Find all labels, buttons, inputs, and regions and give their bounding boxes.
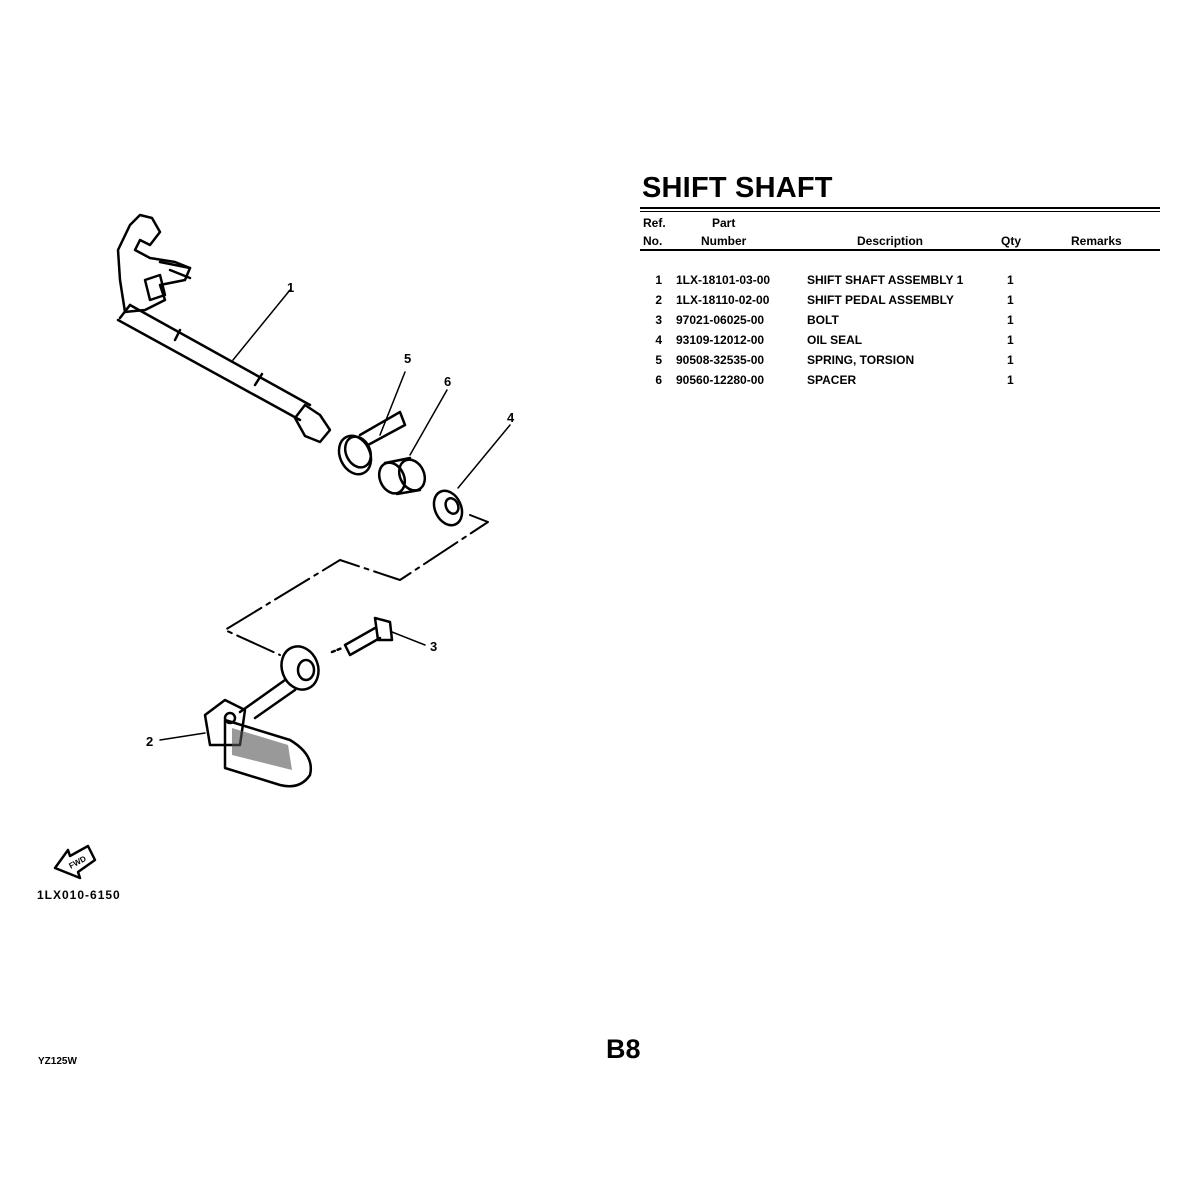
callout-4: 4 [507,410,515,425]
callout-2: 2 [146,734,153,749]
ref-number: 5 [655,353,662,367]
quantity: 1 [1007,353,1014,367]
part-number: 1LX-18110-02-00 [676,293,770,307]
part-number: 97021-06025-00 [676,313,765,327]
bolt-part [343,616,394,657]
description: SHIFT SHAFT ASSEMBLY 1 [807,273,964,287]
table-row: 5 90508-32535-00 SPRING, TORSION 1 [640,353,1160,373]
ref-number: 2 [655,293,662,307]
ref-number: 6 [655,373,662,387]
callout-5: 5 [404,351,411,366]
table-row: 6 90560-12280-00 SPACER 1 [640,373,1160,393]
title-rule-top [640,207,1160,209]
spacer-part [377,456,427,496]
callout-3: 3 [430,639,437,654]
part-number: 90508-32535-00 [676,353,765,367]
torsion-spring-part [337,410,407,476]
part-number: 1LX-18101-03-00 [676,273,771,287]
fwd-arrow-icon [53,844,97,880]
description: BOLT [807,313,839,327]
description: SPACER [807,373,857,387]
drawing-code: 1LX010-6150 [37,888,121,902]
quantity: 1 [1007,273,1014,287]
ref-number: 1 [655,273,662,287]
shift-shaft-part [116,213,332,444]
model-code: YZ125W [38,1056,77,1067]
header-ref-line1: Ref. [643,216,666,230]
page-title: SHIFT SHAFT [642,172,833,204]
title-rule-bottom [640,211,1160,212]
header-remarks: Remarks [1071,234,1122,248]
pedal-knurl [232,728,292,770]
ref-number: 4 [655,333,662,347]
page-number: B8 [606,1034,641,1064]
exploded-parts-diagram: 1 2 3 4 5 6 FWD [53,213,515,880]
description: SHIFT PEDAL ASSEMBLY [807,293,954,307]
header-part-line1: Part [712,216,736,230]
table-row: 3 97021-06025-00 BOLT 1 [640,313,1160,333]
callout-6: 6 [444,374,451,389]
oil-seal-part [432,489,464,527]
header-qty: Qty [1001,234,1022,248]
table-row: 4 93109-12012-00 OIL SEAL 1 [640,333,1160,353]
callout-1: 1 [287,280,294,295]
description: SPRING, TORSION [807,353,915,367]
quantity: 1 [1007,293,1014,307]
table-row: 1 1LX-18101-03-00 SHIFT SHAFT ASSEMBLY 1 1 [640,273,1160,293]
description: OIL SEAL [807,333,863,347]
quantity: 1 [1007,333,1014,347]
header-description: Description [857,234,924,248]
table-row: 2 1LX-18110-02-00 SHIFT PEDAL ASSEMBLY 1 [640,293,1160,313]
header-part-line2: Number [701,234,747,248]
part-number: 90560-12280-00 [676,373,765,387]
header-ref-line2: No. [643,234,663,248]
quantity: 1 [1007,373,1014,387]
part-number: 93109-12012-00 [676,333,765,347]
header-rule [640,249,1160,251]
quantity: 1 [1007,313,1014,327]
shift-pedal-part [203,645,320,788]
ref-number: 3 [655,313,662,327]
